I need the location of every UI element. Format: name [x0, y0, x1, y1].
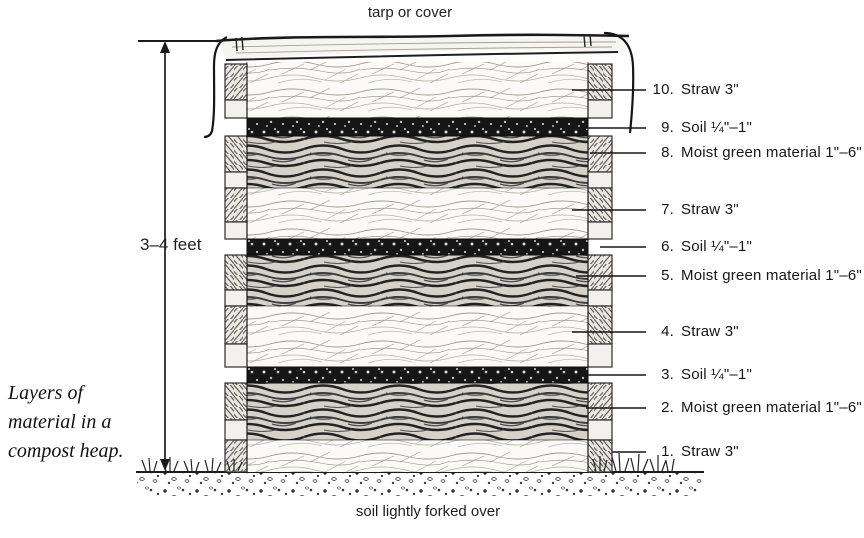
- tarp-art: [203, 31, 635, 139]
- layer-number: 2.: [661, 399, 674, 416]
- layer-text: Straw 3": [681, 201, 739, 218]
- layer-label-4: 4. Straw 3": [648, 323, 739, 341]
- layer-number: 5.: [661, 267, 674, 284]
- layer-number: 8.: [661, 144, 674, 161]
- caption-line: Layers of: [8, 382, 83, 404]
- layer-text: Moist green material 1"–6": [681, 267, 862, 284]
- layer-number: 9.: [661, 119, 674, 136]
- figure-caption: Layers of material in a compost heap.: [8, 379, 183, 466]
- layer-text: Moist green material 1"–6": [681, 144, 862, 161]
- layer-label-6: 6. Soil ¼"–1": [648, 238, 752, 256]
- layer-number: 3.: [661, 366, 674, 383]
- tarp-label: tarp or cover: [367, 4, 453, 21]
- layer-number: 1.: [661, 443, 674, 460]
- height-arrow: [138, 40, 223, 471]
- layer-text: Soil ¼"–1": [681, 366, 753, 383]
- layer-label-3: 3. Soil ¼"–1": [648, 366, 752, 384]
- leader-lines: [566, 89, 646, 453]
- ground-strip: [136, 471, 704, 496]
- layer-text: Straw 3": [681, 323, 739, 340]
- layer-label-5: 5. Moist green material 1"–6": [648, 267, 862, 285]
- caption-line: material in a: [8, 411, 112, 433]
- layer-number: 4.: [661, 323, 674, 340]
- bin-outline: [246, 62, 589, 472]
- grass-tufts: [141, 452, 675, 472]
- soil-label: soil lightly forked over: [355, 503, 501, 520]
- layer-label-2: 2. Moist green material 1"–6": [648, 399, 862, 417]
- layer-label-8: 8. Moist green material 1"–6": [648, 144, 862, 162]
- layer-number: 6.: [661, 238, 674, 255]
- layer-label-10: 10. Straw 3": [648, 81, 739, 99]
- layer-number: 7.: [661, 201, 674, 218]
- layer-text: Soil ¼"–1": [681, 119, 753, 136]
- layer-text: Moist green material 1"–6": [681, 399, 862, 416]
- layer-text: Straw 3": [681, 81, 739, 98]
- layer-label-9: 9. Soil ¼"–1": [648, 119, 752, 137]
- layer-label-1: 1. Straw 3": [648, 443, 739, 461]
- caption-line: compost heap.: [8, 440, 124, 462]
- layer-text: Soil ¼"–1": [681, 238, 753, 255]
- layer-text: Straw 3": [681, 443, 739, 460]
- layer-number: 10.: [652, 81, 674, 98]
- layer-label-7: 7. Straw 3": [648, 201, 739, 219]
- height-dimension-label: 3–4 feet: [140, 235, 202, 254]
- compost-layers-art: [247, 62, 588, 472]
